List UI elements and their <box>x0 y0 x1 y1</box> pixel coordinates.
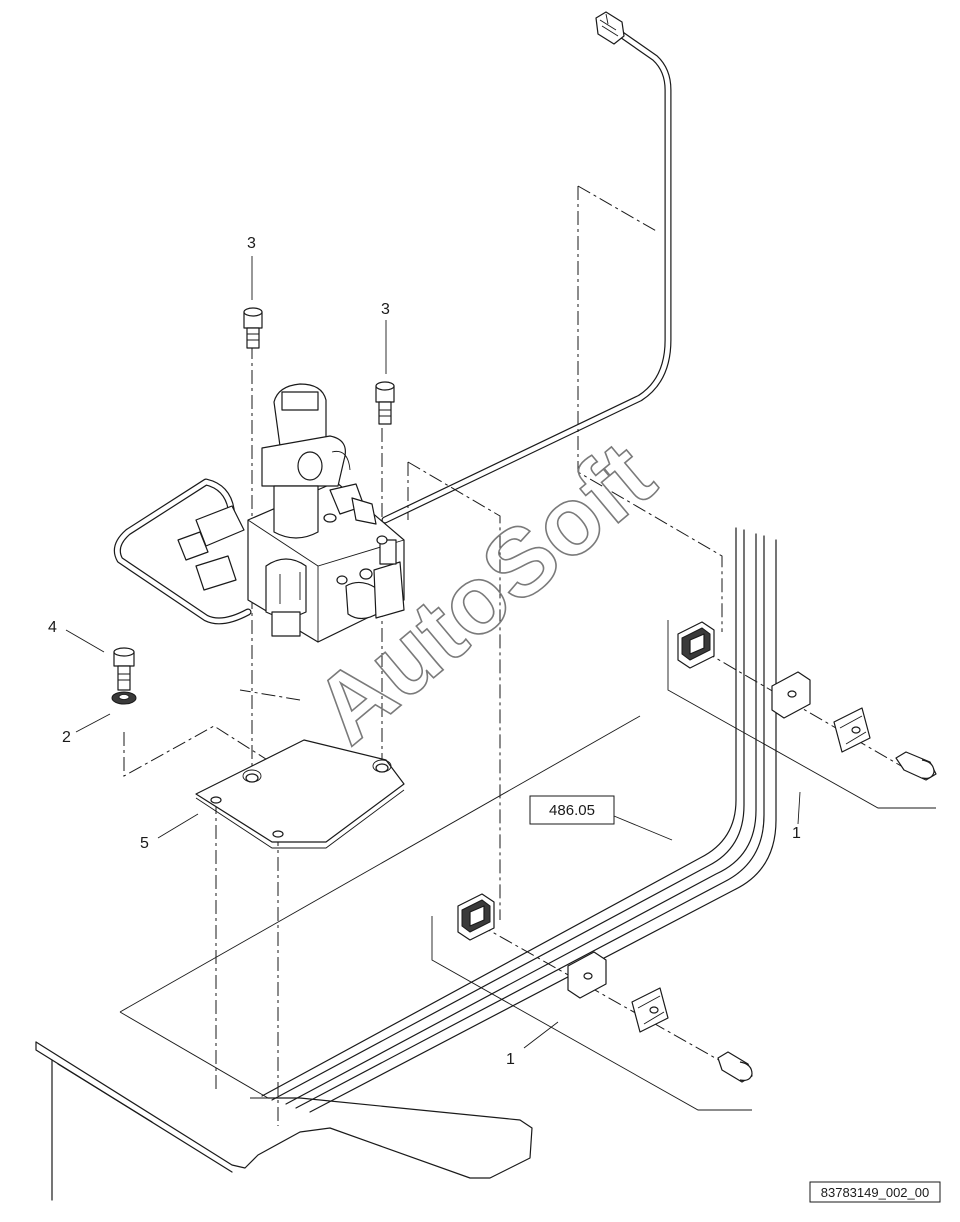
reference-box-label: 486.05 <box>549 802 595 819</box>
leader-lines <box>65 256 936 1111</box>
clamp-lower <box>457 893 753 1083</box>
callout-labels: 3 3 4 2 5 1 1 <box>48 235 801 1068</box>
callout-item-4: 4 <box>48 619 57 636</box>
clamp-upper-right <box>677 621 937 781</box>
hydraulic-valve-block <box>113 383 405 643</box>
mounting-plate-5 <box>195 739 405 849</box>
reference-box: 486.05 <box>529 795 615 825</box>
callout-item-3-right: 3 <box>381 301 390 318</box>
assembly-centerlines <box>123 185 909 1126</box>
hydraulic-pipe <box>381 11 672 524</box>
drawing-code-box: 83783149_002_00 <box>809 1181 941 1203</box>
pipe-fitting-nut <box>595 11 625 45</box>
bolt-3-right <box>375 381 395 425</box>
washer-2 <box>111 691 137 705</box>
drawing-code-label: 83783149_002_00 <box>821 1185 929 1200</box>
bolt-4 <box>113 647 135 691</box>
callout-item-1-right: 1 <box>792 825 801 842</box>
callout-item-1-bottom: 1 <box>506 1051 515 1068</box>
bolt-3-left <box>243 307 263 349</box>
hose-bundle <box>261 527 777 1113</box>
callout-item-2: 2 <box>62 729 71 746</box>
callout-item-5: 5 <box>140 835 149 852</box>
callout-item-3-left: 3 <box>247 235 256 252</box>
chassis-frame <box>35 715 641 1201</box>
